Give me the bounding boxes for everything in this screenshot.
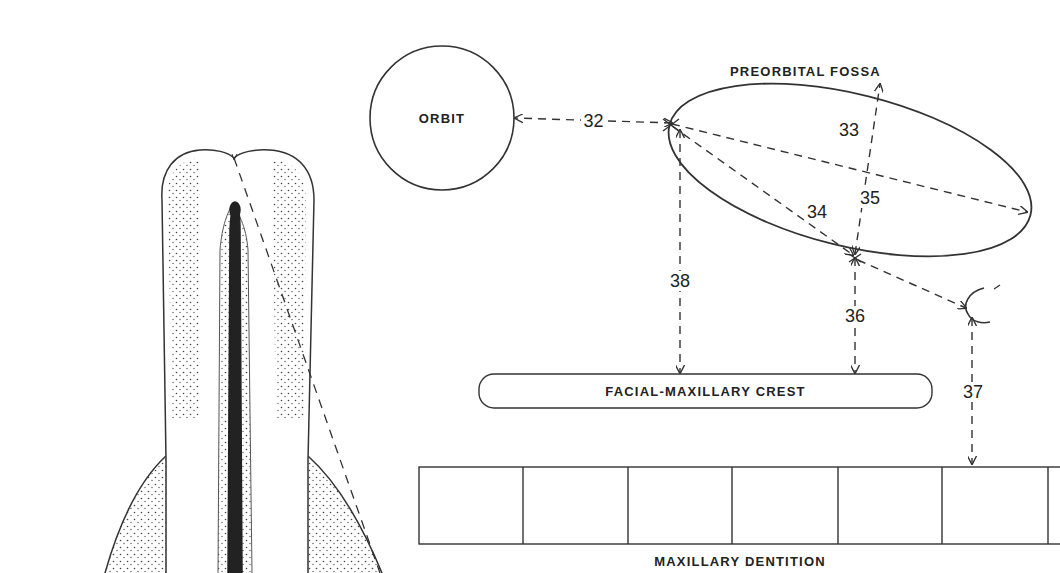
crescent-mark bbox=[994, 285, 1000, 289]
callout-number: 38 bbox=[668, 271, 692, 291]
callout-number: 32 bbox=[581, 111, 605, 131]
callout-number: 36 bbox=[843, 306, 867, 326]
node-outline bbox=[660, 58, 1045, 268]
callout-number: 35 bbox=[858, 188, 882, 208]
callout-number: 37 bbox=[961, 382, 985, 402]
circle-node: ORBIT bbox=[369, 45, 515, 191]
node-label: PREORBITAL FOSSA bbox=[730, 64, 881, 79]
ellipse-node: PREORBITAL FOSSA bbox=[660, 58, 1045, 268]
crest-node: FACIAL-MAXILLARY CREST bbox=[478, 373, 933, 409]
callout-number: 34 bbox=[805, 202, 829, 222]
node-label: FACIAL-MAXILLARY CREST bbox=[605, 384, 805, 399]
callout-number: 33 bbox=[837, 120, 861, 140]
star-mark bbox=[663, 119, 861, 262]
measure-connector bbox=[679, 130, 680, 373]
crescent-mark bbox=[966, 288, 990, 323]
tooth-drawing bbox=[105, 150, 382, 573]
node-label: ORBIT bbox=[419, 111, 465, 126]
node-label: MAXILLARY DENTITION bbox=[418, 554, 1060, 569]
dentition-node: MAXILLARY DENTITION bbox=[418, 466, 1060, 573]
